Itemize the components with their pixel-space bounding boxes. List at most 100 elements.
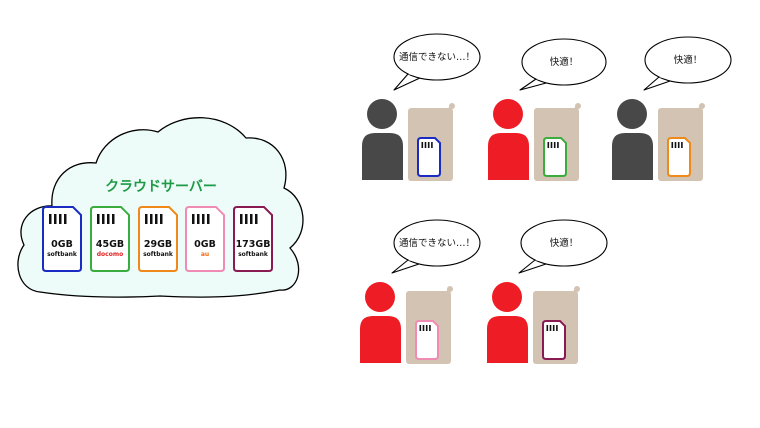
chip-contact bbox=[556, 325, 558, 331]
person-icon bbox=[360, 282, 401, 363]
phone-sim-outline bbox=[417, 137, 441, 177]
user-unit: 通信できない…！ bbox=[360, 219, 481, 364]
sim-card-outline bbox=[42, 206, 82, 272]
sim-carrier-label: softbank bbox=[47, 251, 78, 258]
bubble-text: 快適！ bbox=[674, 54, 703, 66]
sim-card-outline bbox=[90, 206, 130, 272]
chip-contact bbox=[54, 214, 57, 224]
phone-antenna-tip bbox=[699, 103, 705, 109]
user-unit: 通信できない…！ bbox=[362, 33, 481, 181]
bubble-tail bbox=[391, 259, 423, 274]
bubble-body bbox=[520, 219, 608, 267]
chip-contact bbox=[255, 214, 258, 224]
sim-data-amount: 0GB bbox=[51, 239, 73, 250]
sim-carrier-label: softbank bbox=[238, 251, 269, 258]
bubble-text: 通信できない…！ bbox=[399, 237, 475, 249]
phone-icon bbox=[408, 103, 455, 181]
speech-bubble: 快適！ bbox=[518, 219, 608, 274]
phone-icon bbox=[534, 103, 581, 181]
chip-contact bbox=[552, 325, 555, 331]
chip-contact bbox=[240, 214, 243, 224]
bubble-tail bbox=[393, 73, 423, 91]
chip-contact bbox=[419, 325, 422, 331]
person-head bbox=[365, 282, 395, 312]
speech-bubble: 快適！ bbox=[519, 38, 607, 91]
chip-contact bbox=[671, 142, 674, 148]
phone-sim-outline bbox=[415, 320, 439, 360]
user-unit: 快適！ bbox=[487, 219, 608, 364]
phone-icon bbox=[533, 286, 580, 364]
chip-contact bbox=[429, 325, 431, 331]
chip-contact bbox=[49, 214, 52, 224]
sim-card-outline bbox=[185, 206, 225, 272]
chip-contact bbox=[97, 214, 100, 224]
bubble-body bbox=[393, 219, 481, 267]
chip-contact bbox=[59, 214, 62, 224]
chip-contact bbox=[422, 325, 425, 331]
person-icon bbox=[487, 282, 528, 363]
sim-card-outline bbox=[138, 206, 178, 272]
chip-contact bbox=[431, 142, 433, 148]
person-head bbox=[492, 282, 522, 312]
phone-icon bbox=[658, 103, 705, 181]
chip-contact bbox=[155, 214, 158, 224]
phone-sim-outline bbox=[543, 137, 567, 177]
bubble-seam bbox=[536, 76, 550, 83]
bubble-seam bbox=[408, 257, 422, 264]
speech-bubble: 通信できない…！ bbox=[393, 33, 481, 91]
cloud-title: クラウドサーバー bbox=[105, 179, 217, 195]
speech-bubble: 通信できない…！ bbox=[391, 219, 481, 274]
person-body bbox=[487, 316, 528, 363]
user-unit: 快適！ bbox=[612, 36, 732, 181]
phone-sim-card bbox=[417, 137, 441, 177]
chip-contact bbox=[681, 142, 683, 148]
phone-antenna-tip bbox=[449, 103, 455, 109]
bubble-text: 快適！ bbox=[550, 56, 579, 68]
chip-contact bbox=[245, 214, 248, 224]
chip-contact bbox=[150, 214, 153, 224]
person-body bbox=[488, 133, 529, 180]
sim-card-row: 0GBsoftbank45GBdocomo29GBsoftbank0GBau17… bbox=[42, 206, 273, 272]
phone-icon bbox=[406, 286, 453, 364]
person-body bbox=[360, 316, 401, 363]
chip-contact bbox=[160, 214, 163, 224]
bubble-seam bbox=[535, 257, 549, 264]
chip-contact bbox=[557, 142, 559, 148]
sim-carrier-label: au bbox=[201, 251, 209, 258]
cloud-server: クラウドサーバー 0GBsoftbank45GBdocomo29GBsoftba… bbox=[17, 117, 304, 298]
sim-carrier-label: softbank bbox=[143, 251, 174, 258]
sim-data-amount: 45GB bbox=[96, 239, 124, 250]
phone-sim-card bbox=[415, 320, 439, 360]
phone-antenna-tip bbox=[574, 286, 580, 292]
sim-card-outline bbox=[233, 206, 273, 272]
chip-contact bbox=[145, 214, 148, 224]
chip-contact bbox=[207, 214, 210, 224]
person-head bbox=[493, 99, 523, 129]
user-unit: 快適！ bbox=[488, 38, 607, 181]
bubble-body bbox=[521, 38, 607, 86]
bubble-text: 通信できない…！ bbox=[399, 51, 475, 63]
sim-data-amount: 173GB bbox=[236, 239, 271, 250]
chip-contact bbox=[102, 214, 105, 224]
user-grid: 通信できない…！ 快適！ 快適！ 通信できない…！ 快適！ bbox=[360, 33, 732, 364]
phone-sim-card bbox=[667, 137, 691, 177]
person-head bbox=[617, 99, 647, 129]
phone-sim-card bbox=[542, 320, 566, 360]
chip-contact bbox=[202, 214, 205, 224]
chip-contact bbox=[107, 214, 110, 224]
phone-sim-card bbox=[543, 137, 567, 177]
chip-contact bbox=[425, 325, 428, 331]
phone-antenna-tip bbox=[447, 286, 453, 292]
chip-contact bbox=[112, 214, 115, 224]
bubble-seam bbox=[408, 71, 422, 78]
phone-sim-outline bbox=[667, 137, 691, 177]
chip-contact bbox=[677, 142, 680, 148]
sim-carrier-label: docomo bbox=[97, 251, 123, 258]
phone-sim-outline bbox=[542, 320, 566, 360]
chip-contact bbox=[550, 142, 553, 148]
